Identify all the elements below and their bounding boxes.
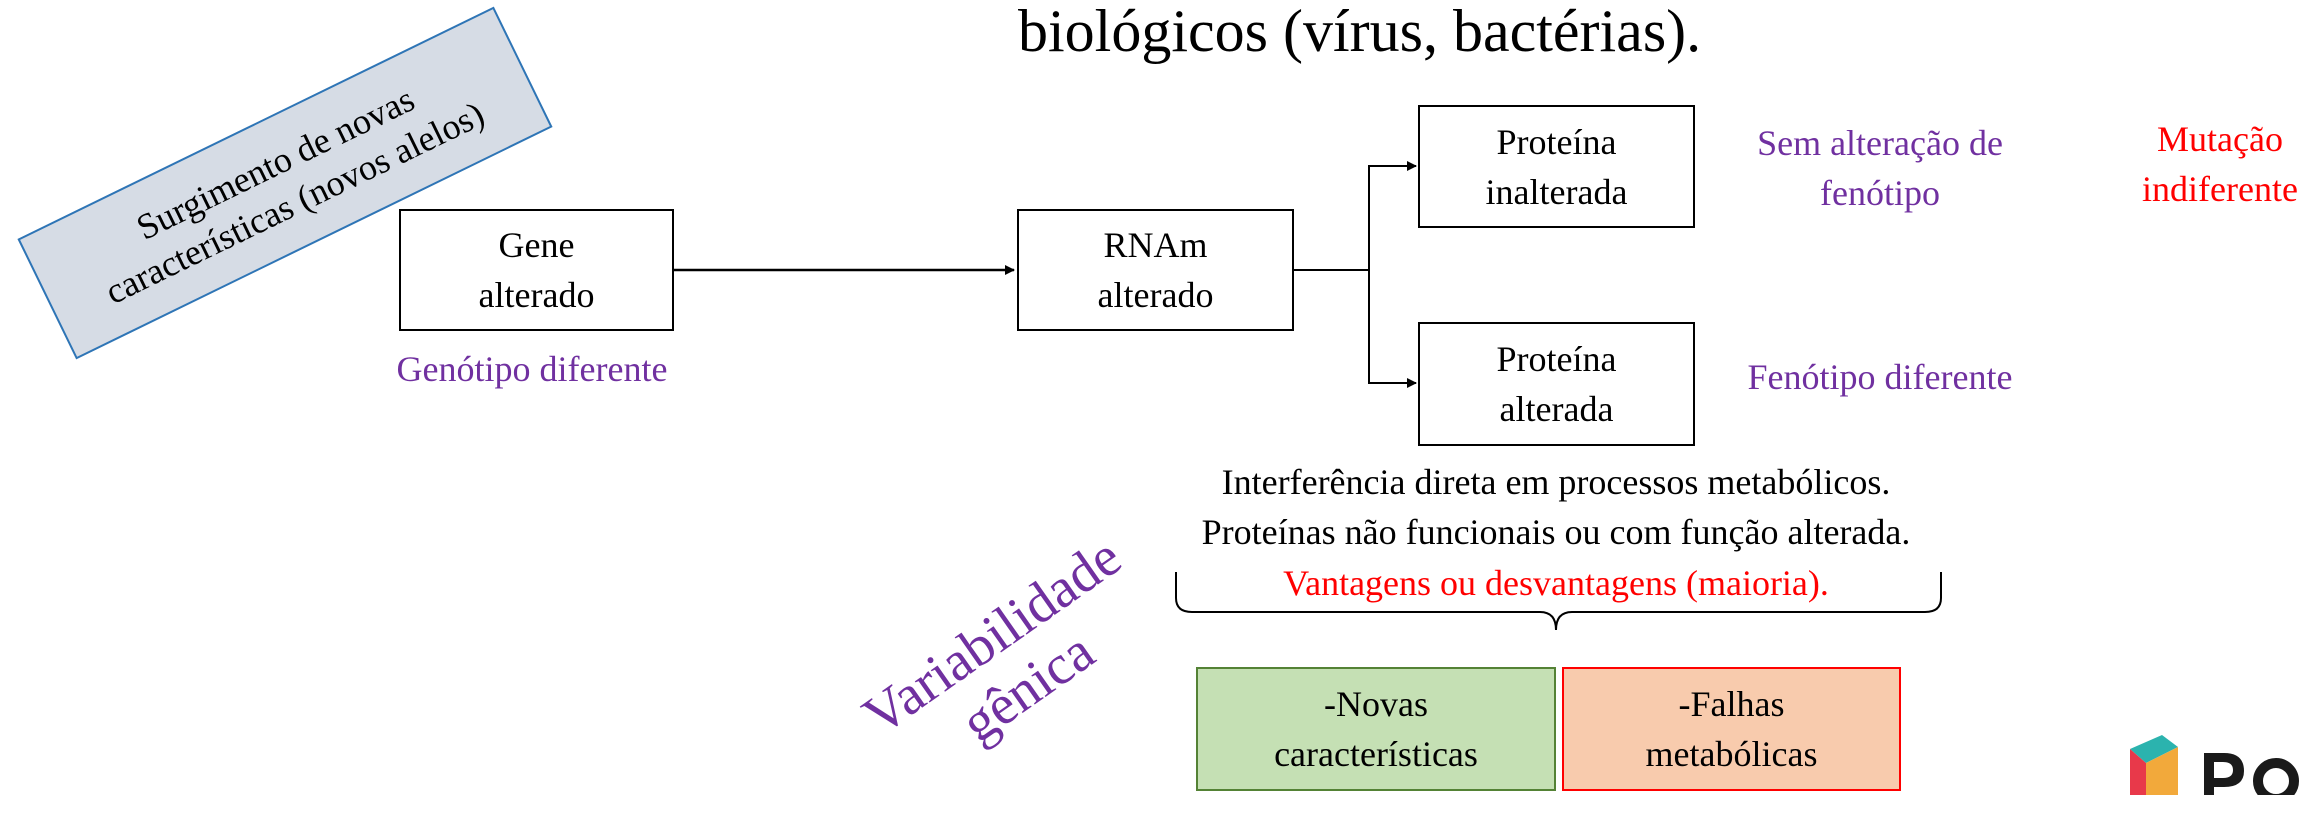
rna-altered-box: RNAm alterado: [1017, 209, 1294, 331]
gene-altered-box: Gene alterado: [399, 209, 674, 331]
gene-box-line-2: alterado: [478, 275, 595, 315]
nonfunctional-proteins-text: Proteínas não funcionais ou com função a…: [1201, 512, 1911, 552]
brand-logo-icon: [2130, 735, 2299, 795]
new-traits-box: -Novas características: [1196, 667, 1556, 791]
protein-unaltered-line-1: Proteína: [1496, 121, 1617, 162]
mutation-indifferent-label: Mutação indiferente: [2100, 114, 2304, 214]
split-to-altered-arrow: [1368, 270, 1417, 388]
rna-box-line-2: alterado: [1097, 275, 1214, 315]
protein-unaltered-line-2: inalterada: [1485, 171, 1628, 212]
mutation-indifferent-line-1: Mutação: [2157, 119, 2283, 159]
metabolic-failures-line-1: -Falhas: [1678, 684, 1785, 724]
genotype-label: Genótipo diferente: [396, 349, 668, 389]
protein-unaltered-box: Proteína inalterada: [1418, 105, 1695, 228]
split-to-unaltered-arrow: [1368, 161, 1417, 270]
mutation-indifferent-line-2: indiferente: [2142, 169, 2298, 209]
new-traits-line-1: -Novas: [1324, 684, 1428, 724]
phenotype-label: Fenótipo diferente: [1747, 357, 2013, 397]
protein-altered-box: Proteína alterada: [1418, 322, 1695, 446]
no-phenotype-change-line-2: fenótipo: [1820, 173, 1940, 213]
no-phenotype-change-label: Sem alteração de fenótipo: [1700, 118, 2060, 218]
metabolic-failures-line-2: metabólicas: [1645, 734, 1818, 774]
no-phenotype-change-line-1: Sem alteração de: [1757, 123, 2003, 163]
slide-title-fragment: biológicos (vírus, bactérias).: [1018, 0, 1702, 64]
rna-box-line-1: RNAm: [1103, 225, 1208, 265]
protein-altered-line-2: alterada: [1499, 389, 1614, 429]
new-traits-line-2: características: [1274, 734, 1478, 774]
protein-altered-line-1: Proteína: [1496, 339, 1617, 379]
grouping-brace: [1175, 572, 1942, 631]
gene-box-line-1: Gene: [498, 225, 575, 265]
advantages-disadvantages-text: Vantagens ou desvantagens (maioria).: [1283, 563, 1829, 603]
metabolic-failures-box: -Falhas metabólicas: [1562, 667, 1901, 791]
flow-connectors: [674, 161, 1942, 631]
metabolic-interference-text: Interferência direta em processos metabó…: [1221, 462, 1891, 502]
